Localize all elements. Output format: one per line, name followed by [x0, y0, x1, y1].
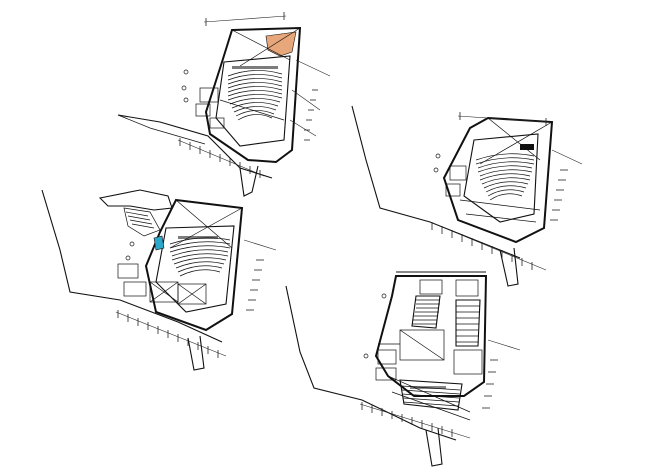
seating-rows-plan-1: [227, 66, 283, 121]
right-ticks-plan-2: [550, 149, 583, 221]
right-ticks-plan-1: [304, 89, 318, 141]
dimension-ticks-plan-3: [115, 310, 227, 358]
stair-block-right: [455, 299, 481, 347]
plan-top-right: [351, 105, 583, 287]
dimension-ticks-plan-4: [359, 402, 471, 439]
plan-bottom-right: [285, 271, 521, 467]
small-seating-plan-3: [125, 211, 155, 229]
stair-block-left: [411, 295, 441, 329]
lower-rooms-plan-3: [117, 263, 207, 305]
cyan-highlight-area: [153, 235, 165, 251]
plan-top-left: [117, 12, 331, 197]
dimension-ticks-plan-2: [429, 221, 547, 271]
plan-mid-left: [41, 189, 277, 371]
right-ticks-plan-3: [243, 239, 277, 311]
seating-rows-plan-2: [475, 153, 535, 201]
orange-highlight-area: [265, 31, 297, 57]
dimension-ticks-plan-1: [177, 138, 265, 178]
seating-rows-plan-3: [169, 236, 231, 277]
right-ticks-plan-4: [482, 339, 521, 409]
